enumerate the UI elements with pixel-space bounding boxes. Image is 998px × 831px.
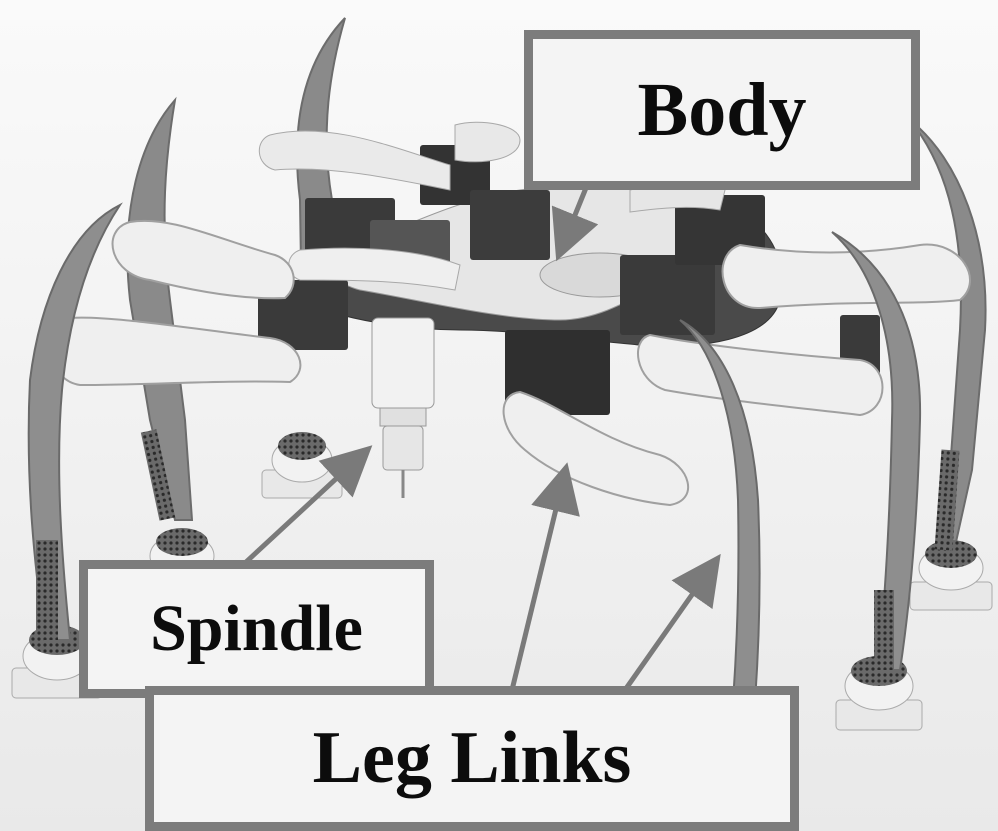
- callout-leg-links: Leg Links: [145, 686, 799, 831]
- servo: [470, 190, 550, 260]
- servo: [620, 255, 715, 335]
- label-leg-links: Leg Links: [313, 716, 632, 801]
- label-spindle: Spindle: [150, 591, 363, 667]
- callout-spindle: Spindle: [79, 560, 434, 698]
- callout-body: Body: [524, 30, 920, 190]
- femur-link-right-mid: [723, 245, 970, 308]
- label-body: Body: [638, 67, 807, 154]
